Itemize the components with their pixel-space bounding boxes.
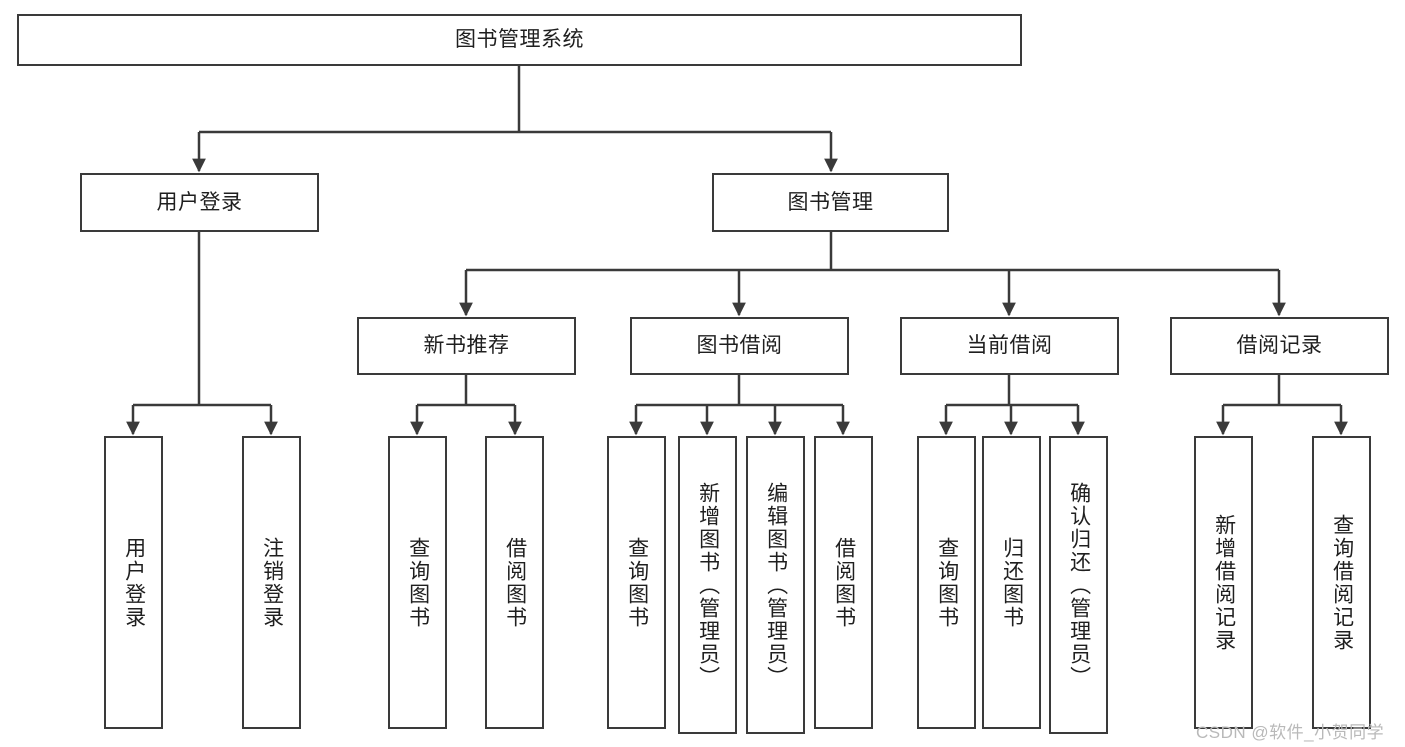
leaf-add-book[interactable]: 新增图书（管理员） (678, 436, 737, 734)
node-user-login-label: 用户登录 (156, 190, 243, 214)
leaf-query-book-1[interactable]: 查询图书 (388, 436, 447, 729)
node-book-borrow-label: 图书借阅 (696, 334, 783, 358)
node-root[interactable]: 图书管理系统 (17, 14, 1022, 66)
node-root-label: 图书管理系统 (455, 28, 584, 52)
leaf-query-book-3[interactable]: 查询图书 (917, 436, 976, 729)
leaf-borrow-book-1[interactable]: 借阅图书 (485, 436, 544, 729)
leaf-confirm-return-label: 确认归还（管理员） (1067, 481, 1091, 689)
node-book-management[interactable]: 图书管理 (712, 173, 949, 232)
leaf-borrow-book-2[interactable]: 借阅图书 (814, 436, 873, 729)
leaf-query-book-3-label: 查询图书 (935, 536, 959, 629)
leaf-query-record[interactable]: 查询借阅记录 (1312, 436, 1371, 729)
leaf-add-book-label: 新增图书（管理员） (696, 481, 720, 689)
leaf-return-book[interactable]: 归还图书 (982, 436, 1041, 729)
leaf-edit-book[interactable]: 编辑图书（管理员） (746, 436, 805, 734)
node-borrow-record-label: 借阅记录 (1236, 334, 1323, 358)
leaf-query-book-2-label: 查询图书 (625, 536, 649, 629)
node-book-borrow[interactable]: 图书借阅 (630, 317, 849, 375)
leaf-logout-login-label: 注销登录 (260, 536, 284, 629)
leaf-logout-login[interactable]: 注销登录 (242, 436, 301, 729)
node-user-login[interactable]: 用户登录 (80, 173, 319, 232)
csdn-watermark: CSDN @软件_小贺同学 (1196, 723, 1385, 742)
leaf-query-book-2[interactable]: 查询图书 (607, 436, 666, 729)
leaf-borrow-book-2-label: 借阅图书 (832, 536, 856, 629)
leaf-confirm-return[interactable]: 确认归还（管理员） (1049, 436, 1108, 734)
leaf-add-record-label: 新增借阅记录 (1212, 513, 1236, 652)
node-new-book-recommend-label: 新书推荐 (423, 334, 510, 358)
leaf-query-book-1-label: 查询图书 (406, 536, 430, 629)
leaf-user-login[interactable]: 用户登录 (104, 436, 163, 729)
node-current-borrow[interactable]: 当前借阅 (900, 317, 1119, 375)
leaf-add-record[interactable]: 新增借阅记录 (1194, 436, 1253, 729)
leaf-return-book-label: 归还图书 (1000, 536, 1024, 629)
leaf-borrow-book-1-label: 借阅图书 (503, 536, 527, 629)
leaf-user-login-label: 用户登录 (122, 536, 146, 629)
node-borrow-record[interactable]: 借阅记录 (1170, 317, 1389, 375)
node-book-management-label: 图书管理 (787, 190, 874, 214)
leaf-query-record-label: 查询借阅记录 (1330, 513, 1354, 652)
leaf-edit-book-label: 编辑图书（管理员） (764, 481, 788, 689)
node-current-borrow-label: 当前借阅 (966, 334, 1053, 358)
node-new-book-recommend[interactable]: 新书推荐 (357, 317, 576, 375)
